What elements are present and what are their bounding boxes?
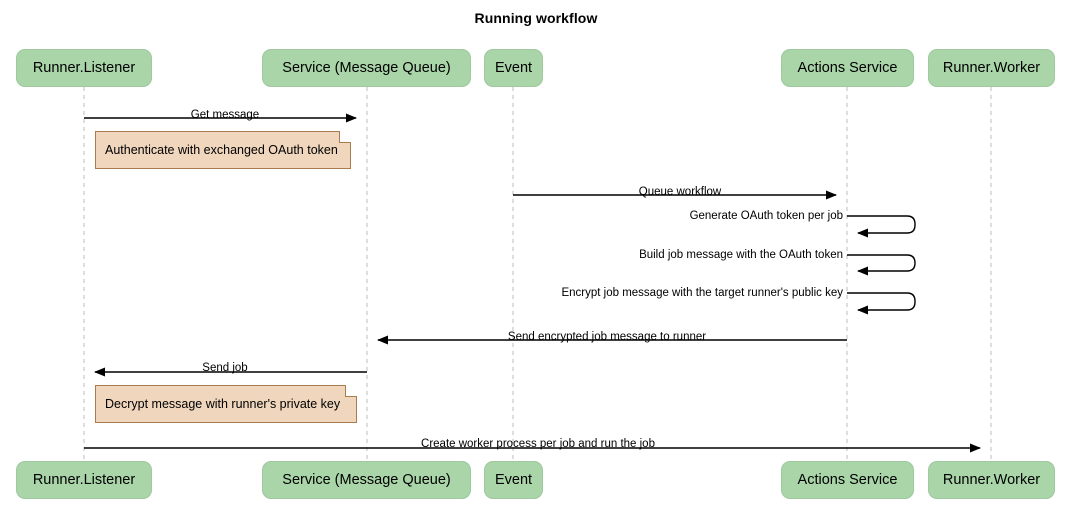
message-label-msg-send-encrypted-job: Send encrypted job message to runner [507,331,707,343]
note-note-authenticate: Authenticate with exchanged OAuth token [95,131,351,169]
message-label-msg-get-message: Get message [190,109,260,121]
participant-actions-service-bottom[interactable]: Actions Service [781,461,914,499]
participant-event-top[interactable]: Event [484,49,543,87]
message-label-msg-queue-workflow: Queue workflow [638,186,722,198]
message-label-msg-build-job-message: Build job message with the OAuth token [639,249,843,261]
note-fold-corner-icon [339,131,351,143]
participant-runner-listener-bottom[interactable]: Runner.Listener [16,461,152,499]
message-label-msg-generate-oauth-token: Generate OAuth token per job [689,210,843,222]
note-note-decrypt: Decrypt message with runner's private ke… [95,385,357,423]
participant-service-mq-bottom[interactable]: Service (Message Queue) [262,461,471,499]
participant-event-bottom[interactable]: Event [484,461,543,499]
note-text: Authenticate with exchanged OAuth token [105,143,338,157]
self-loop-msg-encrypt-job-message [847,292,916,315]
self-loop-msg-generate-oauth-token [847,215,916,238]
note-text: Decrypt message with runner's private ke… [105,397,341,411]
lifelines-group [83,87,992,461]
self-loop-msg-build-job-message [847,254,916,276]
participant-runner-worker-bottom[interactable]: Runner.Worker [928,461,1055,499]
participant-runner-listener-top[interactable]: Runner.Listener [16,49,152,87]
diagram-title: Running workflow [474,10,598,26]
message-label-msg-create-worker-process: Create worker process per job and run th… [421,438,655,450]
message-label-msg-encrypt-job-message: Encrypt job message with the target runn… [561,287,843,299]
message-arrows-group [84,113,981,453]
participant-actions-service-top[interactable]: Actions Service [781,49,914,87]
participant-runner-worker-top[interactable]: Runner.Worker [928,49,1055,87]
participant-service-mq-top[interactable]: Service (Message Queue) [262,49,471,87]
message-label-msg-send-job: Send job [202,362,248,374]
note-fold-corner-icon [345,385,357,397]
